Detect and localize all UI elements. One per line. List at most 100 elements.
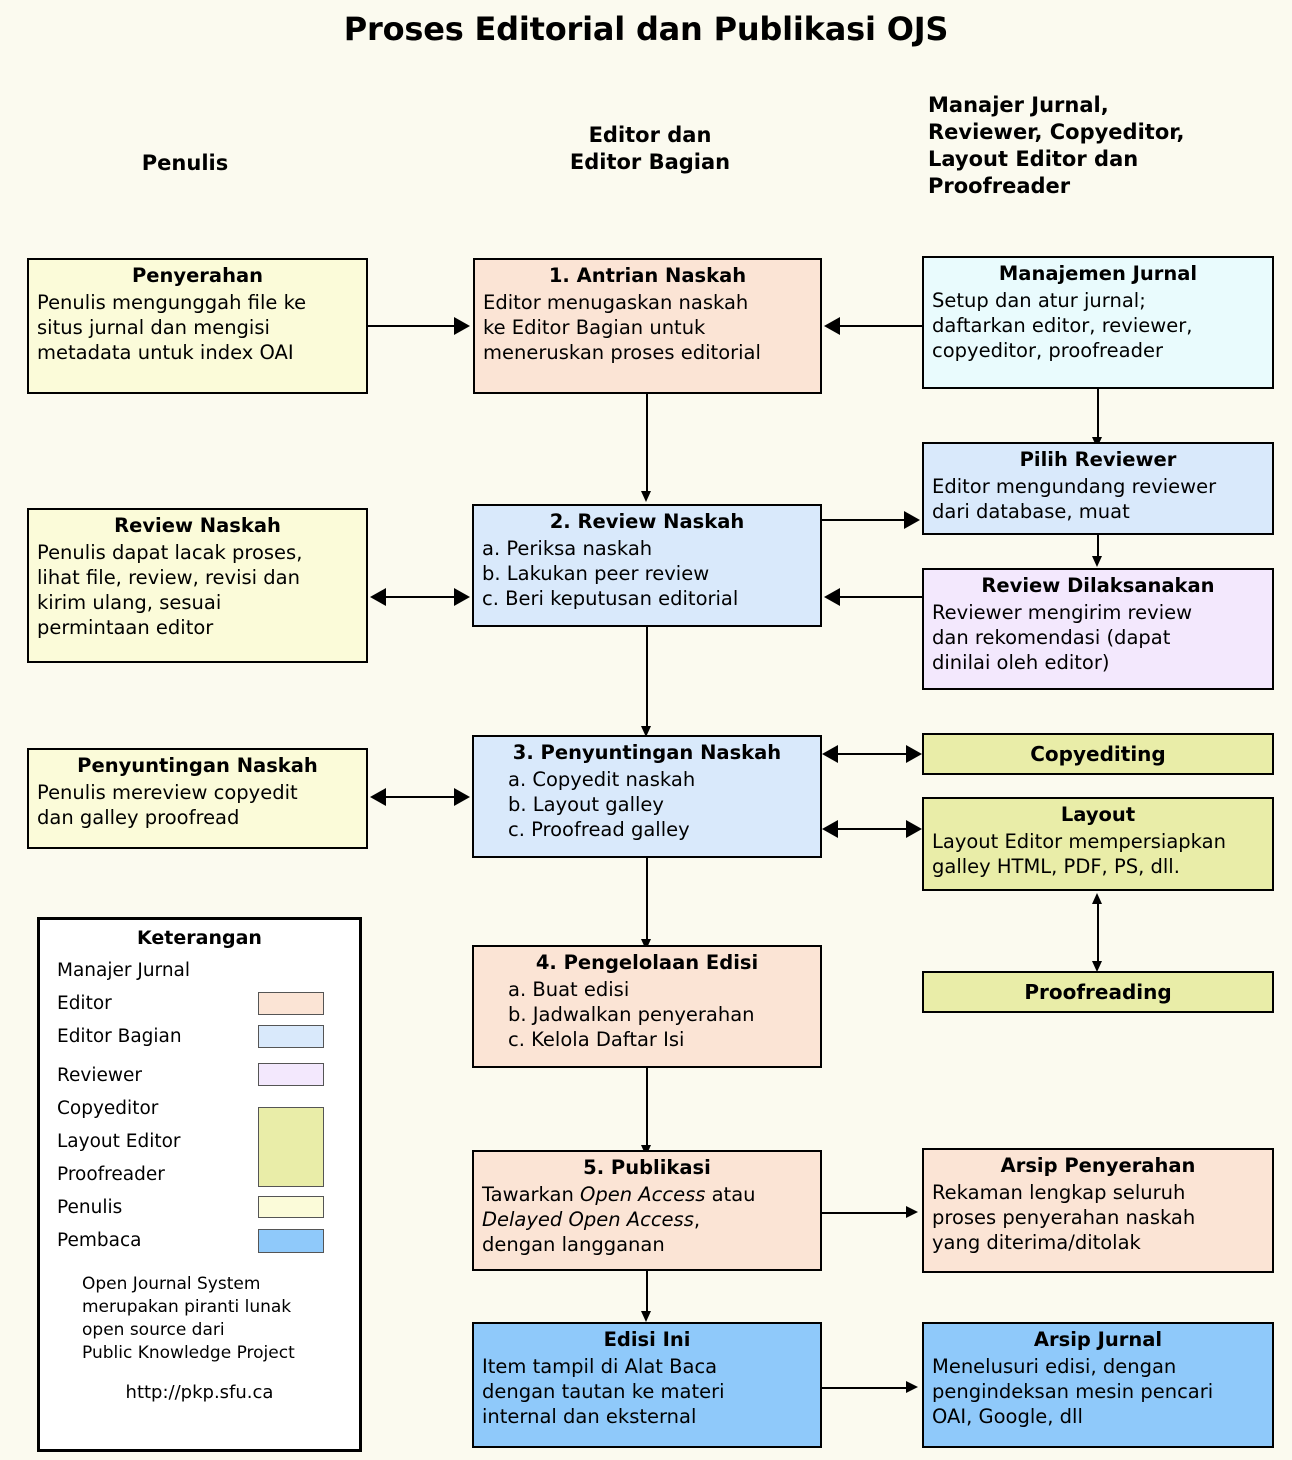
legend-swatch-pembaca: [258, 1229, 324, 1253]
box-review-naskah-penulis-line: permintaan editor: [37, 616, 214, 639]
box-antrian-naskah-line: ke Editor Bagian untuk: [483, 316, 706, 339]
column-header-author: Penulis: [141, 151, 229, 175]
legend-label: Reviewer: [57, 1065, 142, 1086]
box-layout[interactable]: Layout Layout Editor mempersiapkan galle…: [922, 797, 1274, 891]
box-pilih-reviewer-line: dari database, muat: [932, 500, 1130, 523]
box-antrian-naskah[interactable]: 1. Antrian Naskah Editor menugaskan nask…: [473, 258, 822, 394]
arrowhead-right: [454, 788, 470, 806]
box-penyerahan[interactable]: Penyerahan Penulis mengunggah file ke si…: [27, 258, 368, 394]
arrowhead-right: [906, 745, 922, 763]
connector-edisi-ini-to-arsip-jurnal: [822, 1387, 908, 1389]
page-title: Proses Editorial dan Publikasi OJS: [343, 10, 949, 48]
box-arsip-penyerahan-line: proses penyerahan naskah: [932, 1206, 1196, 1229]
connector-publikasi-to-edisi-ini: [646, 1271, 648, 1313]
legend-note-line: open source dari: [82, 1320, 225, 1340]
box-arsip-jurnal-line: pengindeksan mesin pencari: [932, 1380, 1214, 1403]
column-header-others-line4: Proofreader: [928, 174, 1071, 198]
box-edisi-ini-title: Edisi Ini: [603, 1328, 691, 1351]
arrowhead-down: [1092, 961, 1102, 972]
box-review-naskah-penulis-line: Penulis dapat lacak proses,: [37, 541, 303, 564]
legend-url[interactable]: http://pkp.sfu.ca: [125, 1382, 274, 1403]
legend-row-layout-editor: Layout Editor: [40, 1125, 359, 1158]
box-publikasi-line2-em: Delayed Open Access: [482, 1208, 694, 1231]
box-antrian-naskah-title: 1. Antrian Naskah: [548, 264, 747, 287]
arrowhead-up: [1092, 893, 1102, 904]
box-manajemen-jurnal-line: Setup dan atur jurnal;: [932, 289, 1146, 312]
box-penyuntingan-naskah-line: a. Copyedit naskah: [508, 768, 696, 791]
box-arsip-jurnal-line: Menelusuri edisi, dengan: [932, 1355, 1177, 1378]
arrowhead-down: [1092, 556, 1102, 567]
box-arsip-penyerahan[interactable]: Arsip Penyerahan Rekaman lengkap seluruh…: [922, 1148, 1274, 1273]
connector-dilaksanakan-to-review: [840, 596, 922, 598]
box-layout-line: Layout Editor mempersiapkan: [932, 830, 1226, 853]
arrowhead-right: [904, 511, 920, 529]
box-publikasi-line2: Delayed Open Access,: [482, 1207, 812, 1232]
arrowhead-down: [641, 1311, 651, 1322]
legend-label: Manajer Jurnal: [57, 960, 191, 981]
box-review-naskah-penulis-title: Review Naskah: [114, 514, 281, 537]
box-review-dilaksanakan-title: Review Dilaksanakan: [981, 574, 1215, 597]
box-arsip-penyerahan-line: yang diterima/ditolak: [932, 1231, 1141, 1254]
box-pilih-reviewer[interactable]: Pilih Reviewer Editor mengundang reviewe…: [922, 442, 1274, 535]
box-antrian-naskah-line: Editor menugaskan naskah: [483, 291, 749, 314]
box-publikasi[interactable]: 5. Publikasi Tawarkan Open Access atau D…: [472, 1150, 822, 1271]
column-header-others: Manajer Jurnal, Reviewer, Copyeditor, La…: [928, 92, 1278, 200]
box-publikasi-line1-em: Open Access: [580, 1183, 706, 1206]
box-edisi-ini[interactable]: Edisi Ini Item tampil di Alat Baca denga…: [472, 1322, 822, 1448]
box-manajemen-jurnal-line: daftarkan editor, reviewer,: [932, 314, 1193, 337]
box-review-naskah-penulis[interactable]: Review Naskah Penulis dapat lacak proses…: [27, 508, 368, 663]
box-penyuntingan-naskah[interactable]: 3. Penyuntingan Naskah a. Copyedit naska…: [472, 735, 822, 858]
arrowhead-down: [641, 491, 651, 502]
connector-pengelolaan-to-publikasi: [646, 1068, 648, 1146]
box-copyediting[interactable]: Copyediting: [922, 733, 1274, 775]
box-penyuntingan-naskah-line: c. Proofread galley: [508, 818, 690, 841]
box-review-dilaksanakan[interactable]: Review Dilaksanakan Reviewer mengirim re…: [922, 568, 1274, 690]
connector-penyuntingan-copyediting: [836, 753, 908, 755]
legend-label: Editor: [57, 993, 112, 1014]
column-header-editor-line2: Editor Bagian: [569, 150, 731, 174]
legend-label: Proofreader: [57, 1164, 165, 1185]
connector-penyuntingan-layout: [836, 828, 908, 830]
connector-review-to-penyuntingan: [646, 627, 648, 727]
box-proofreading[interactable]: Proofreading: [922, 971, 1274, 1013]
box-arsip-jurnal-title: Arsip Jurnal: [1033, 1328, 1163, 1351]
arrowhead-right: [454, 588, 470, 606]
box-publikasi-line2-post: ,: [693, 1208, 701, 1231]
arrowhead-left: [824, 317, 840, 335]
box-arsip-jurnal-line: OAI, Google, dll: [932, 1405, 1083, 1428]
connector-manajemen-to-pilih-reviewer: [1097, 389, 1099, 439]
connector-review-to-pilih-reviewer: [822, 519, 906, 521]
box-publikasi-line1: Tawarkan Open Access atau: [482, 1182, 812, 1207]
legend-note-line: merupakan piranti lunak: [82, 1297, 292, 1317]
box-penyerahan-line: Penulis mengunggah file ke: [37, 291, 307, 314]
box-pengelolaan-edisi-line: b. Jadwalkan penyerahan: [508, 1003, 755, 1026]
box-review-naskah[interactable]: 2. Review Naskah a. Periksa naskah b. La…: [472, 504, 822, 627]
arrowhead-right: [906, 820, 922, 838]
arrowhead-left: [822, 745, 838, 763]
arrowhead-left: [370, 588, 386, 606]
box-pilih-reviewer-line: Editor mengundang reviewer: [932, 475, 1217, 498]
legend-label: Penulis: [57, 1197, 123, 1218]
box-manajemen-jurnal[interactable]: Manajemen Jurnal Setup dan atur jurnal; …: [922, 256, 1274, 389]
box-penyerahan-title: Penyerahan: [131, 264, 264, 287]
box-review-naskah-line: b. Lakukan peer review: [482, 562, 710, 585]
box-pengelolaan-edisi[interactable]: 4. Pengelolaan Edisi a. Buat edisi b. Ja…: [472, 945, 822, 1068]
box-pengelolaan-edisi-line: c. Kelola Daftar Isi: [508, 1028, 685, 1051]
arrowhead-down: [641, 939, 651, 950]
box-review-naskah-title: 2. Review Naskah: [549, 510, 745, 533]
legend-note-line: Open Journal System: [82, 1274, 261, 1294]
legend-row-penulis: Penulis: [40, 1191, 359, 1224]
box-arsip-jurnal[interactable]: Arsip Jurnal Menelusuri edisi, dengan pe…: [922, 1322, 1274, 1448]
box-copyediting-title: Copyediting: [1030, 741, 1166, 766]
connector-layout-proofreading: [1097, 898, 1099, 964]
box-layout-title: Layout: [1060, 803, 1136, 826]
connector-publikasi-to-arsip-penyerahan: [822, 1212, 908, 1214]
box-penyuntingan-penulis[interactable]: Penyuntingan Naskah Penulis mereview cop…: [27, 748, 368, 849]
box-review-naskah-penulis-line: lihat file, review, revisi dan: [37, 566, 300, 589]
connector-penyerahan-to-antrian: [368, 325, 456, 327]
column-header-editor: Editor dan Editor Bagian: [480, 122, 820, 176]
box-publikasi-line1-post: atau: [705, 1183, 756, 1206]
arrowhead-left: [824, 588, 840, 606]
legend-swatch-editor-bagian: [258, 1025, 324, 1048]
box-review-dilaksanakan-line: dan rekomendasi (dapat: [932, 626, 1171, 649]
